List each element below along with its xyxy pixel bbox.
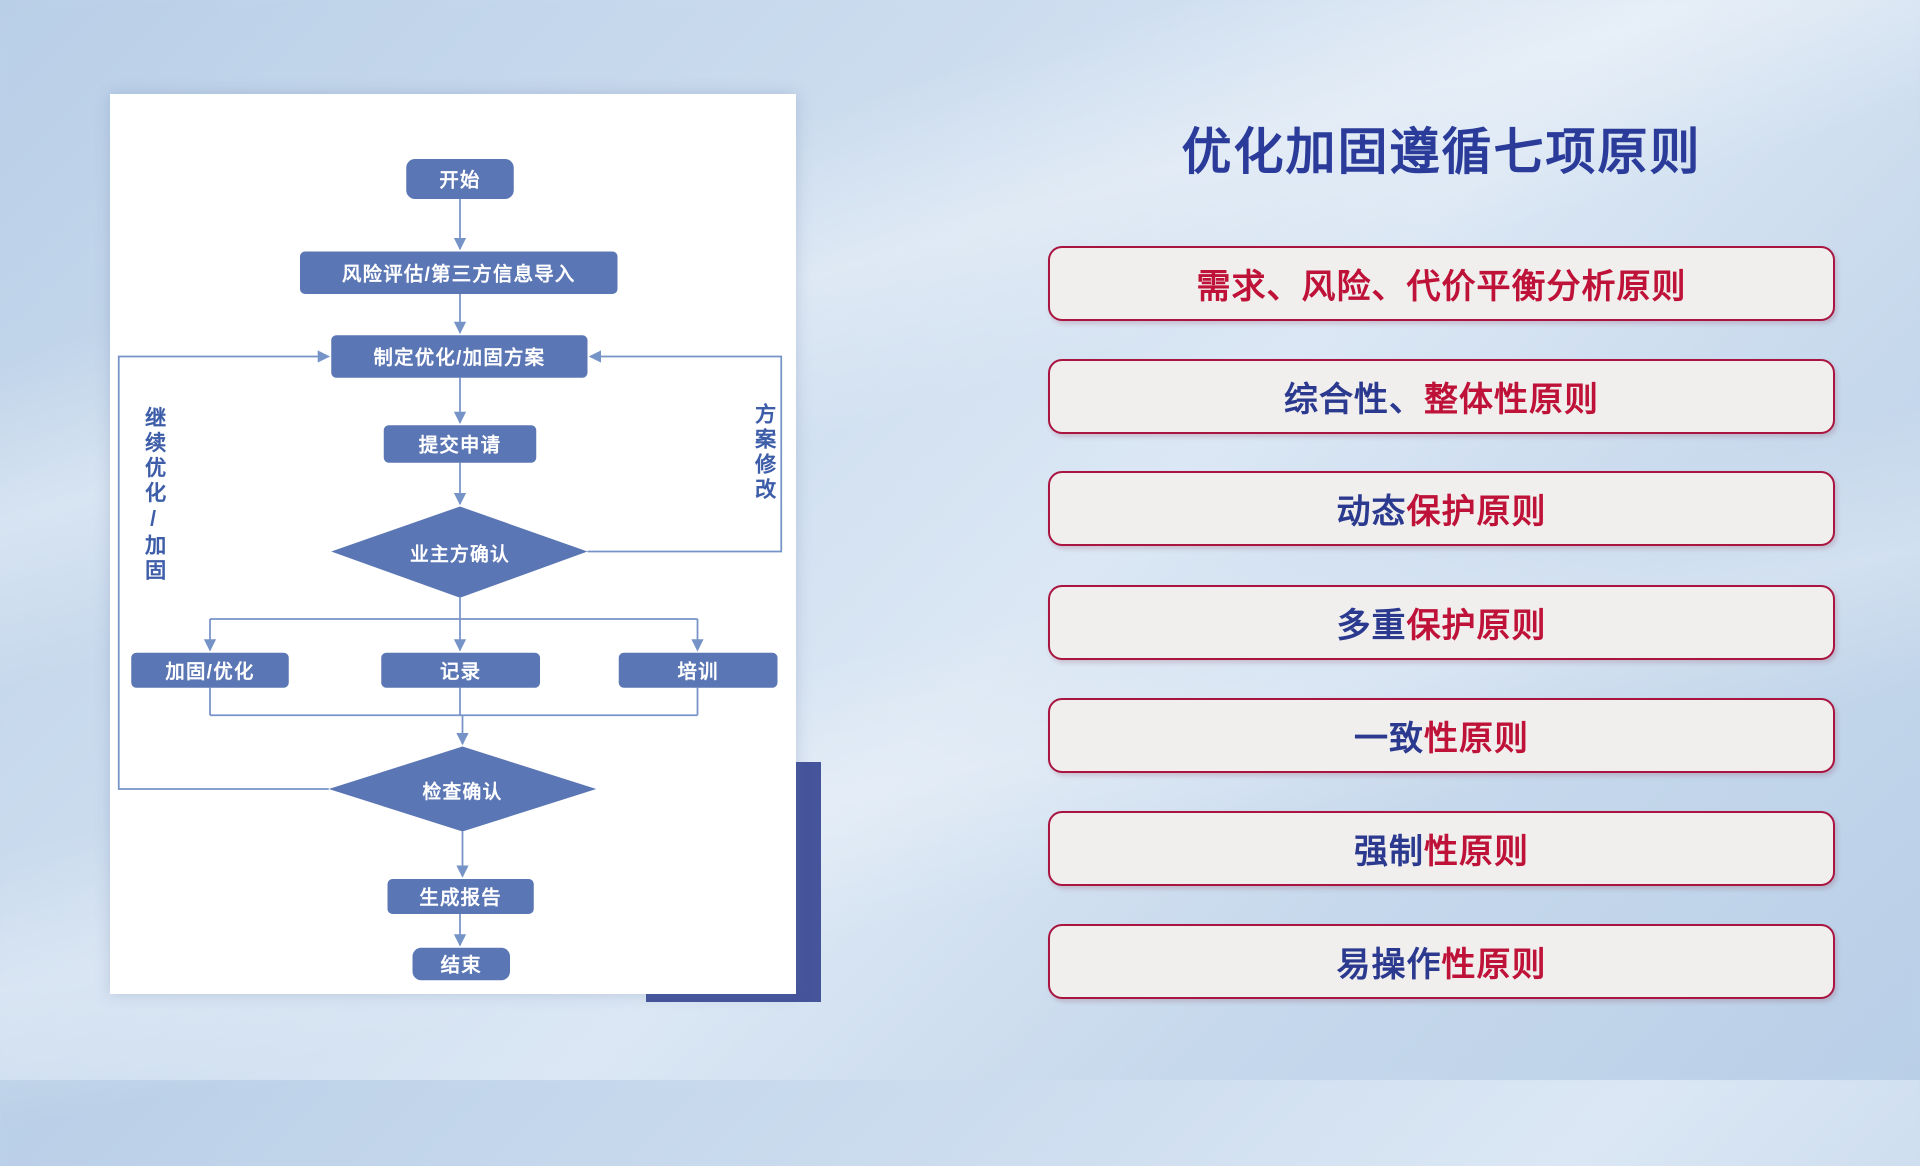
flow-diamond-check-confirm (328, 746, 597, 832)
principle-text-red: 整体性原则 (1424, 381, 1599, 419)
principles-panel: 优化加固遵循七项原则 需求、风险、代价平衡分析原则 综合性、整体性原则 动态保护… (1048, 0, 1835, 1080)
flow-node-end: 结束 (412, 947, 510, 981)
principle-text-blue: 综合性、 (1284, 381, 1424, 419)
flow-diamond-owner-confirm (331, 506, 588, 598)
flow-node-submit-request: 提交申请 (383, 425, 537, 463)
flowchart-connectors (117, 199, 783, 947)
principle-box: 易操作性原则 (1048, 924, 1835, 999)
principle-text-blue: 强制 (1354, 833, 1424, 871)
loop-label-continue-optimize: 继续优化/加固 (141, 406, 165, 585)
flow-node-risk-import: 风险评估/第三方信息导入 (300, 251, 618, 294)
flow-node-owner-confirm-label: 业主方确认 (409, 544, 510, 566)
principle-text-blue: 多重 (1336, 607, 1407, 645)
principle-text-blue: 动态 (1336, 493, 1407, 531)
principle-box: 综合性、整体性原则 (1048, 359, 1835, 434)
flow-node-make-plan: 制定优化/加固方案 (331, 335, 588, 378)
principle-box: 动态保护原则 (1048, 471, 1835, 546)
principle-text-blue: 一致 (1354, 720, 1424, 758)
principle-text-red: 需求、风险、代价平衡分析原则 (1196, 268, 1687, 306)
principle-box: 一致性原则 (1048, 698, 1835, 773)
flow-node-generate-report: 生成报告 (387, 879, 534, 914)
flowchart-card: 开始 风险评估/第三方信息导入 制定优化/加固方案 提交申请 业主方确认 加固/… (110, 94, 796, 994)
flow-node-start: 开始 (406, 159, 514, 199)
principle-text-red: 保护原则 (1406, 493, 1547, 531)
principle-text-red: 保护原则 (1406, 607, 1547, 645)
principle-text-blue: 易操作 (1336, 946, 1442, 984)
principle-text-red: 性原则 (1441, 946, 1547, 984)
principle-text-red: 性原则 (1424, 833, 1529, 871)
principle-box: 多重保护原则 (1048, 585, 1835, 660)
flow-node-record: 记录 (381, 652, 540, 688)
loop-label-plan-revision: 方案修改 (751, 402, 775, 503)
principle-box: 强制性原则 (1048, 811, 1835, 886)
flow-node-training: 培训 (618, 652, 778, 688)
flow-node-reinforce-optimize: 加固/优化 (131, 652, 289, 688)
principle-text-red: 性原则 (1424, 720, 1529, 758)
flow-node-check-confirm-label: 检查确认 (422, 781, 503, 803)
principle-box: 需求、风险、代价平衡分析原则 (1048, 246, 1835, 321)
page-title: 优化加固遵循七项原则 (1181, 124, 1702, 180)
